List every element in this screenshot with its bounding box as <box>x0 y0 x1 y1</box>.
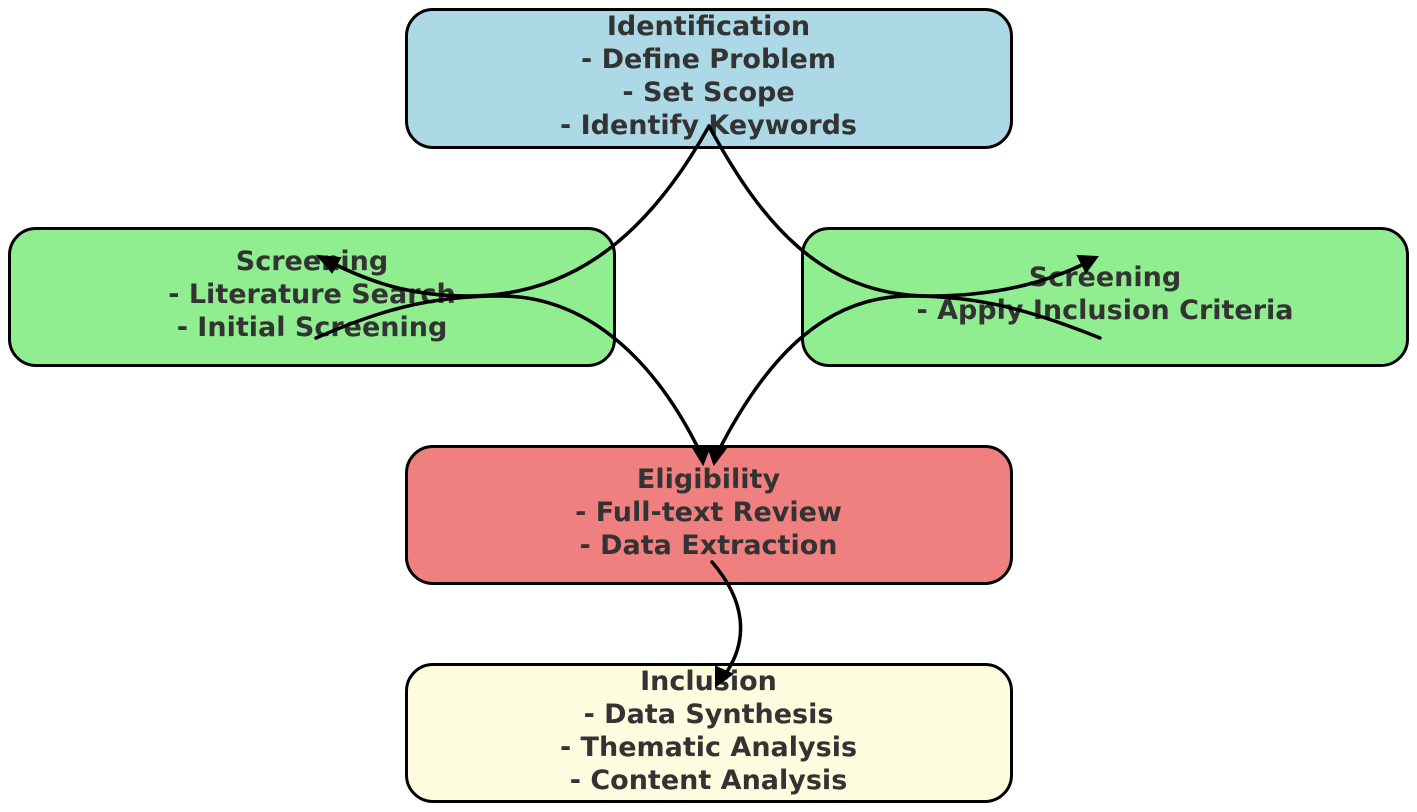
inclusion-item-1: - Data Synthesis <box>583 699 834 730</box>
eligibility-item-2: - Data Extraction <box>579 530 838 561</box>
screening-left-label: Screening - Literature Search - Initial … <box>8 245 616 344</box>
identification-label: Identification - Define Problem - Set Sc… <box>0 10 1417 142</box>
screening-left-title: Screening <box>235 246 389 277</box>
inclusion-title: Inclusion <box>640 666 777 697</box>
identification-item-1: - Define Problem <box>581 44 836 75</box>
inclusion-item-3: - Content Analysis <box>569 765 848 796</box>
inclusion-node <box>405 663 1013 803</box>
eligibility-label: Eligibility - Full-text Review - Data Ex… <box>0 463 1417 562</box>
screening-left-item-1: - Literature Search <box>168 279 456 310</box>
identification-item-3: - Identify Keywords <box>560 110 857 141</box>
inclusion-item-2: - Thematic Analysis <box>559 732 858 763</box>
eligibility-node <box>405 445 1013 585</box>
identification-item-2: - Set Scope <box>622 77 795 108</box>
inclusion-label: Inclusion - Data Synthesis - Thematic An… <box>0 665 1417 797</box>
identification-title: Identification <box>606 11 811 42</box>
eligibility-item-1: - Full-text Review <box>575 497 842 528</box>
screening-right-label: Screening - Apply Inclusion Criteria <box>801 261 1409 327</box>
screening-right-title: Screening <box>1028 262 1182 293</box>
screening-left-item-2: - Initial Screening <box>176 312 448 343</box>
screening-right-item-1: - Apply Inclusion Criteria <box>916 295 1294 326</box>
eligibility-title: Eligibility <box>636 464 781 495</box>
